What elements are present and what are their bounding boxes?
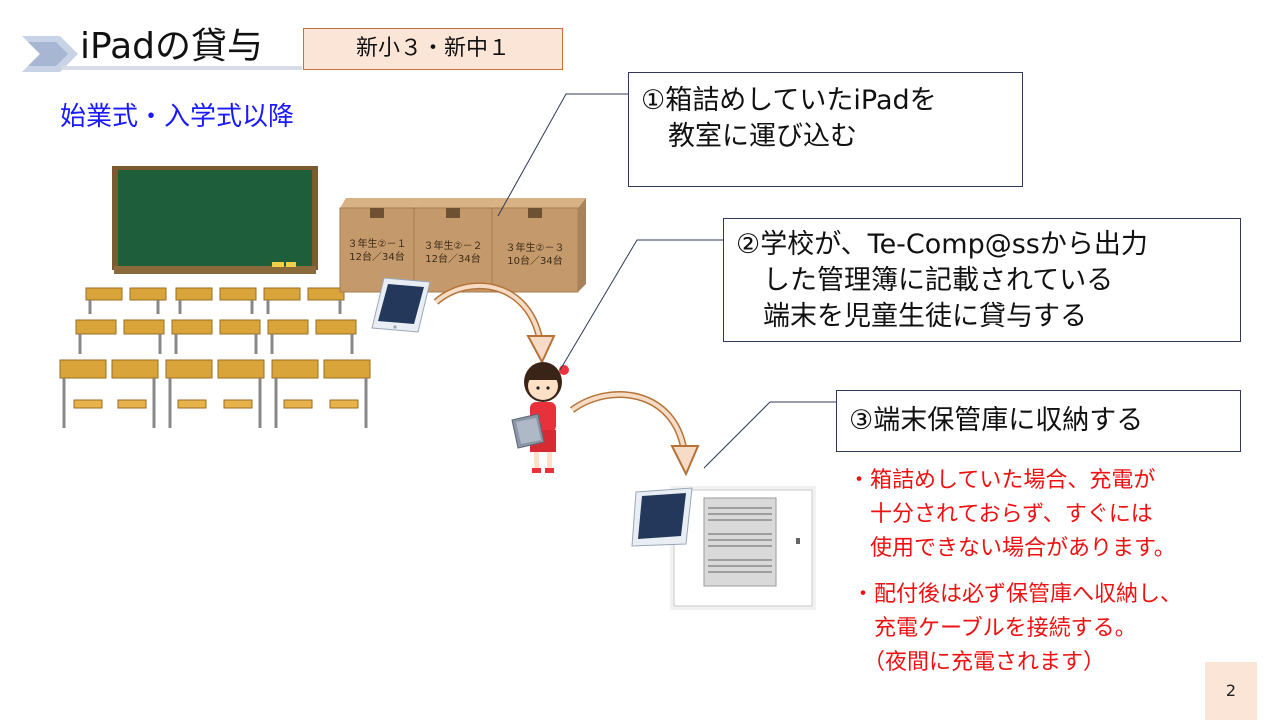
chevron-icon [22,36,78,72]
note-charging: ・箱詰めしていた場合、充電が 十分されておらず、すぐには 使用できない場合があり… [848,468,1176,561]
section-subtitle: 始業式・入学式以降 [60,102,295,132]
step3-callout: ③端末保管庫に収納する [836,390,1241,452]
charging-cabinet-icon [631,486,816,610]
page-title: iPadの貸与 [80,26,264,67]
desk-group [59,287,371,428]
note-storage: ・配付後は必ず保管庫へ収納し、 充電ケーブルを接続する。 （夜間に充電されます） [852,582,1183,675]
step2-callout: ②学校が、Te-Comp@ssから出力 した管理簿に記載されている 端末を児童生… [723,218,1241,342]
page-number: 2 [1205,662,1257,720]
title-underline [62,66,302,70]
blackboard-icon [112,166,318,274]
curved-arrow-icon [433,282,556,365]
ipad-icon [371,277,431,333]
student-girl-icon [511,362,569,473]
grade-tag: 新小３・新中１ [303,28,563,70]
curved-arrow-icon-2 [569,391,700,477]
step1-callout: ①箱詰めしていたiPadを 教室に運び込む [628,72,1023,187]
